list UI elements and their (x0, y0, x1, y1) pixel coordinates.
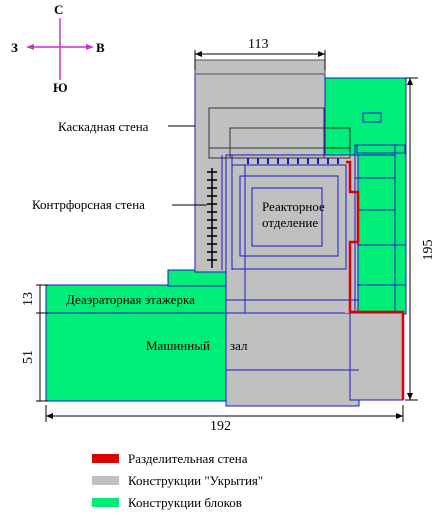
compass: С Ю З В (11, 2, 105, 95)
deaerator-label: Деаэраторная этажерка (66, 292, 195, 307)
compass-west-label: З (11, 40, 18, 55)
shelter-top-roof (194, 59, 326, 75)
compass-east-label: В (96, 40, 105, 55)
turbine-hall-label-1: Машинный (146, 338, 210, 353)
cascade-wall-label: Каскадная стена (58, 119, 149, 134)
compass-east-arrow (86, 44, 94, 50)
dimension-left-upper-label: 13 (21, 292, 36, 306)
dimension-bottom-label: 192 (210, 419, 231, 434)
legend-label-units: Конструкции блоков (128, 495, 242, 510)
turbine-hall-green-block (45, 312, 227, 402)
legend-label-shelter: Конструкции "Укрытия" (128, 473, 263, 488)
internal-structure-lines (221, 112, 406, 371)
separating-wall (346, 160, 405, 400)
cascade-wall (208, 107, 351, 159)
shelter-top-ticks (247, 158, 339, 164)
east-block-small-window (362, 112, 382, 123)
dimension-lines (36, 50, 418, 422)
compass-south-label: Ю (53, 80, 68, 95)
legend-swatch-shelter (92, 476, 119, 485)
legend-label-separating-wall: Разделительная стена (128, 451, 248, 466)
legend-swatch-units (92, 498, 119, 507)
legend: Разделительная стена Конструкции "Укрыти… (92, 451, 263, 510)
shelter-east-stepped (345, 160, 357, 313)
buttress-wall (207, 168, 217, 268)
cascade-step-2 (229, 127, 351, 159)
east-block-edge (356, 144, 406, 154)
reactor-label-line1: Реакторное (262, 199, 325, 214)
dimension-top-label: 113 (248, 37, 268, 52)
shelter-east-lower (349, 312, 404, 401)
reactor-label-line2: отделение (262, 215, 318, 230)
deaerator-green-block (45, 284, 227, 314)
compass-west-arrow (26, 44, 34, 50)
reactor-inner-frame (239, 175, 339, 257)
turbine-hall-label-2: зал (230, 338, 248, 353)
shelter-turbine (225, 312, 360, 407)
reactor-core-frame (251, 187, 323, 247)
compass-north-label: С (54, 2, 63, 17)
shelter-structures (194, 59, 404, 407)
buttress-wall-label: Контрфорсная стена (32, 197, 145, 212)
dimension-right-label: 195 (421, 240, 436, 261)
legend-swatch-separating-wall (92, 454, 119, 463)
dimension-left-lower-label: 51 (21, 350, 36, 364)
dimension-arrows (46, 51, 413, 419)
